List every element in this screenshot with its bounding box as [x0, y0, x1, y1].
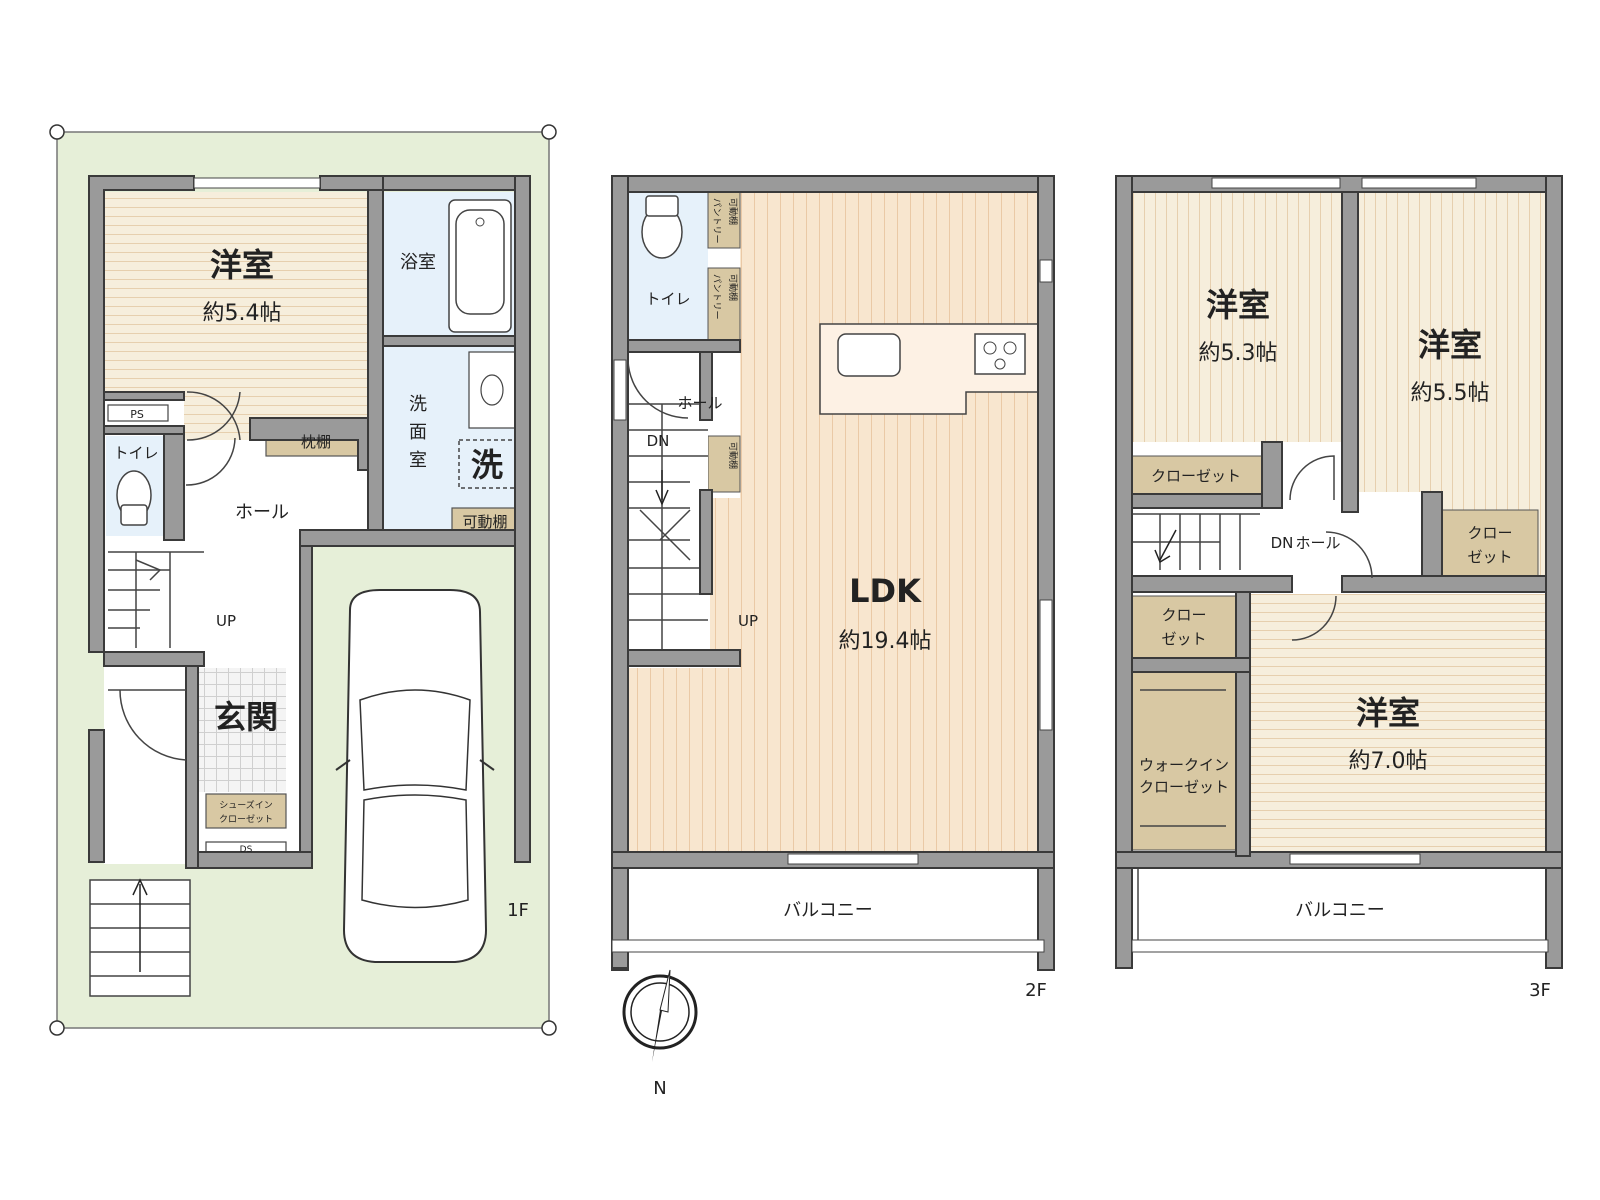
shoes-closet	[205, 793, 287, 829]
label-dn-2f: DN	[647, 432, 670, 450]
compass-icon	[622, 969, 698, 1062]
label-toilet-1f: トイレ	[113, 444, 158, 462]
label-washroom-c: 室	[409, 450, 427, 471]
car-icon	[335, 589, 495, 963]
label-ps: PS	[130, 408, 144, 421]
label-pillow-shelf: 枕棚	[301, 433, 331, 451]
western-room-3f-b	[1358, 192, 1546, 492]
western-room-1f	[104, 192, 368, 392]
label-closet-3f-b1: クロー	[1467, 524, 1512, 542]
floor-label-2f: 2F	[1025, 980, 1047, 1001]
label-up-2f: UP	[738, 612, 758, 630]
stairs-1f	[108, 551, 204, 648]
label-walkin-1: ウォークイン	[1139, 756, 1229, 774]
room-name-3f-a: 洋室	[1206, 286, 1270, 324]
label-closet-3f-a: クローゼット	[1151, 467, 1241, 485]
label-shoes-closet-2: クローゼット	[219, 813, 273, 825]
western-room-3f-c	[1250, 594, 1546, 856]
closet-3f-b	[1441, 509, 1539, 577]
floor-2f: LDK 約19.4帖 トイレ ホール DN UP パントリー 可動棚 パントリー…	[611, 175, 1055, 1099]
label-shelf-3: 可動棚	[727, 442, 739, 469]
label-bath: 浴室	[400, 252, 436, 273]
room-area-ldk: 約19.4帖	[839, 629, 932, 654]
room-area-3f-b: 約5.5帖	[1411, 381, 1490, 406]
label-washroom-b: 面	[409, 422, 427, 443]
entrance	[190, 668, 286, 792]
room-area-3f-a: 約5.3帖	[1199, 341, 1278, 366]
label-balcony-2f: バルコニー	[783, 900, 873, 921]
label-washer: 洗	[471, 446, 503, 484]
label-toilet-2f: トイレ	[645, 290, 690, 308]
closet-3f-a	[1131, 455, 1263, 495]
room-name-3f-c: 洋室	[1356, 694, 1420, 732]
outdoor-steps	[89, 878, 191, 997]
label-hall-1f: ホール	[235, 502, 289, 523]
ps-shaft	[107, 404, 169, 422]
floor-label-3f: 3F	[1529, 980, 1551, 1001]
label-shelf-2: 可動棚	[727, 274, 739, 301]
label-washroom-a: 洗	[409, 394, 427, 415]
label-hall-3f: ホール	[1295, 534, 1340, 552]
label-entrance: 玄関	[214, 698, 278, 736]
label-closet-3f-c1: クロー	[1161, 606, 1206, 624]
room-name-ldk: LDK	[849, 572, 922, 610]
floor-3f: 洋室 約5.3帖 洋室 約5.5帖 洋室 約7.0帖 クローゼット クロー ゼッ…	[1115, 175, 1563, 1001]
label-balcony-3f: バルコニー	[1295, 900, 1385, 921]
kitchen-counter	[819, 323, 1039, 415]
ldk-floor	[740, 192, 1038, 864]
label-closet-3f-c2: ゼット	[1161, 630, 1206, 648]
label-shoes-closet-1: シューズイン	[219, 799, 273, 811]
pantry-1	[707, 191, 741, 249]
label-ds: DS	[240, 845, 253, 855]
label-dn-3f: DN	[1271, 534, 1294, 552]
room-name-western-1f: 洋室	[210, 246, 274, 284]
compass-north-label: N	[653, 1078, 666, 1099]
room-area-3f-c: 約7.0帖	[1349, 749, 1428, 774]
label-walkin-2: クローゼット	[1139, 778, 1229, 796]
label-closet-3f-b2: ゼット	[1467, 548, 1512, 566]
room-name-3f-b: 洋室	[1418, 326, 1482, 364]
western-room-3f-a	[1122, 192, 1342, 442]
room-area-western-1f: 約5.4帖	[203, 301, 282, 326]
floor-label-1f: 1F	[507, 900, 529, 921]
label-pantry-2: パントリー	[711, 274, 722, 319]
movable-shelf-2f	[707, 435, 741, 493]
balcony-2f	[611, 867, 1045, 949]
label-movable-shelf-1f: 可動棚	[462, 513, 507, 531]
label-hall-2f: ホール	[677, 394, 722, 412]
label-pantry-1: パントリー	[711, 198, 722, 243]
stairs-3f	[1130, 513, 1260, 570]
stairs-2f	[628, 403, 708, 650]
label-up-1f: UP	[216, 612, 236, 630]
pantry-2	[707, 267, 741, 341]
label-shelf-1: 可動棚	[727, 198, 739, 225]
floor-1f: 洋室 約5.4帖 浴室 洗 面 室 洗 可動棚 枕棚 PS トイレ ホール UP…	[49, 124, 557, 1036]
